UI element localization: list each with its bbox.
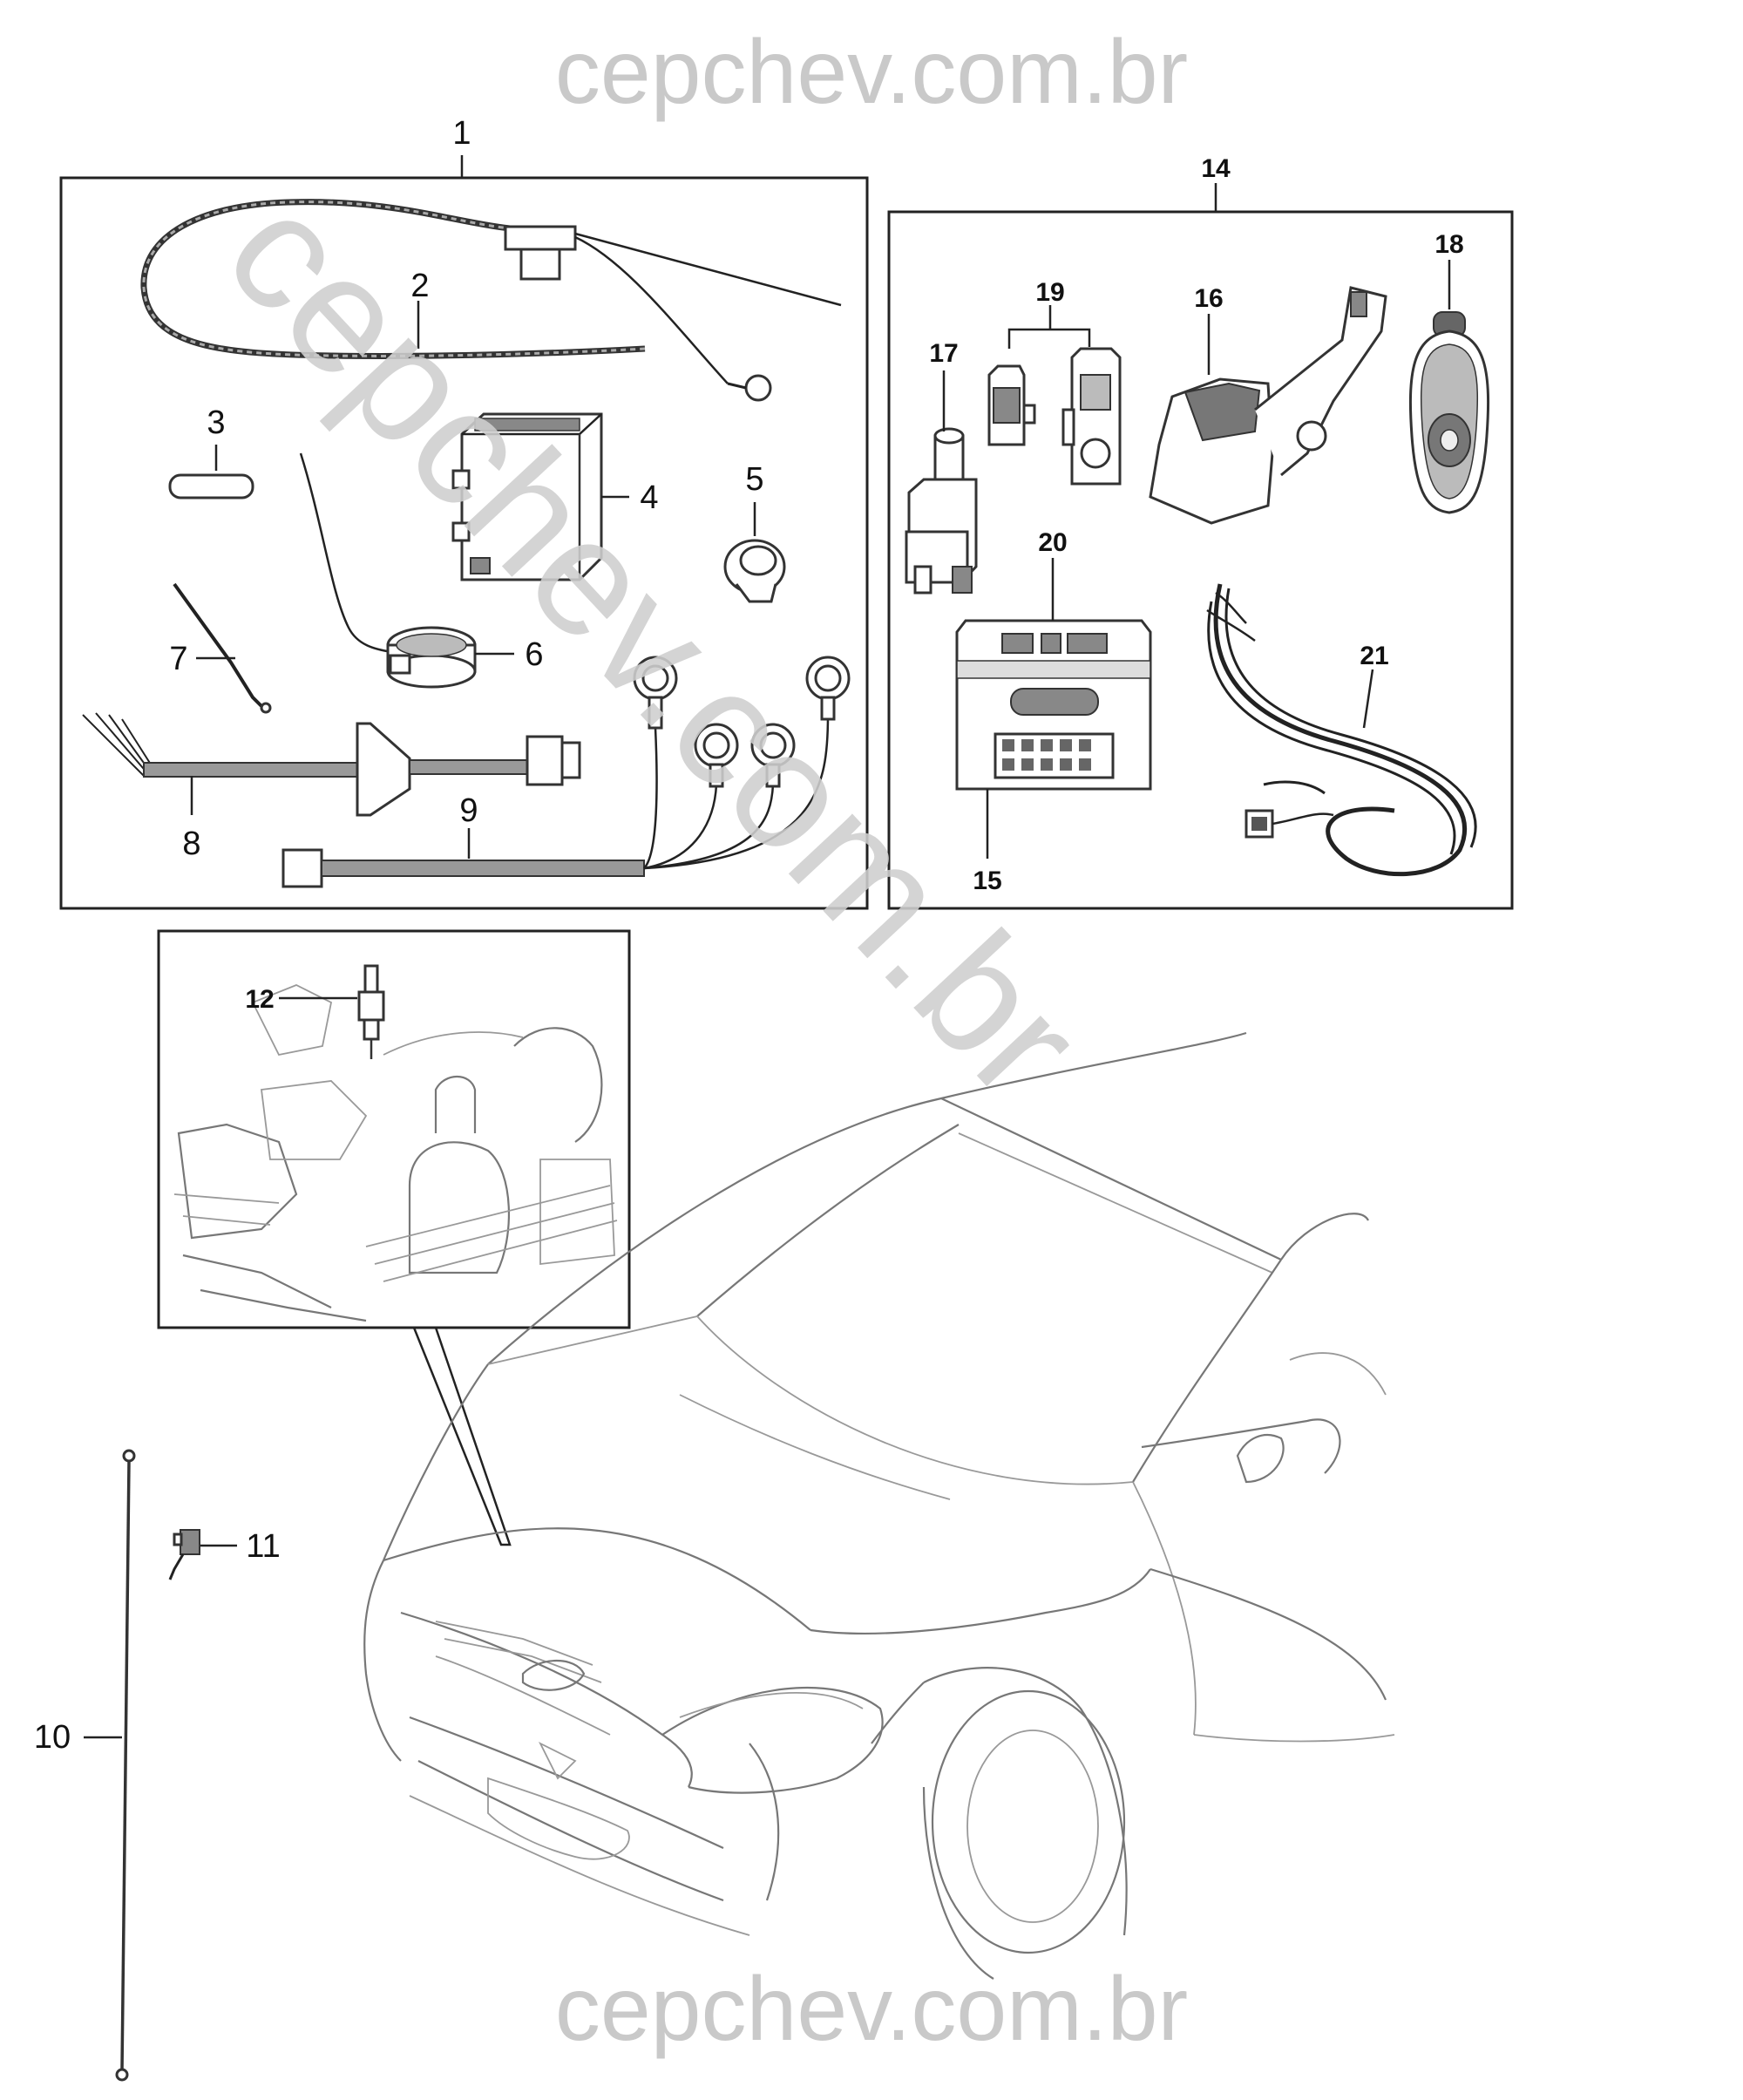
callout-14: 14 (1201, 154, 1231, 183)
part-4-control-module (451, 412, 603, 581)
callout-17: 17 (929, 339, 958, 368)
callout-5: 5 (745, 461, 763, 498)
part-6-siren (299, 452, 477, 689)
part-2-wiring-harness (140, 199, 842, 402)
callout-2: 2 (410, 268, 429, 304)
kit-box-1 (59, 176, 869, 910)
callout-4: 4 (640, 479, 658, 516)
part-12-sensor (357, 964, 385, 1059)
callout-8: 8 (182, 826, 200, 862)
part-17-switch (905, 427, 978, 595)
part-7-rod (173, 582, 272, 714)
callout-21: 21 (1360, 642, 1388, 670)
callout-11: 11 (246, 1528, 280, 1565)
callout-6: 6 (525, 636, 543, 673)
part-21-harness-bundle (1206, 583, 1477, 877)
vehicle-outline (363, 1031, 1395, 1980)
part-3-strip (168, 473, 254, 500)
callout-1: 1 (452, 115, 471, 152)
callout-10: 10 (34, 1719, 71, 1756)
part-10-rod (115, 1449, 136, 2082)
callout-7: 7 (169, 641, 187, 677)
part-9-sensor-harness (281, 656, 851, 888)
callout-9: 9 (459, 792, 478, 829)
detail-inset-box (157, 929, 631, 1329)
callout-16: 16 (1194, 284, 1223, 313)
callout-15: 15 (973, 867, 1001, 895)
part-20-control-unit (955, 619, 1152, 791)
part-8-harness (82, 712, 581, 817)
watermark-top: cepchev.com.br (555, 22, 1188, 123)
part-18-remote (1408, 311, 1490, 514)
part-5-grommet (723, 539, 786, 603)
callout-12: 12 (245, 985, 274, 1014)
callout-3: 3 (207, 404, 225, 441)
callout-20: 20 (1038, 528, 1067, 557)
part-16-siren-bracket (1149, 286, 1387, 525)
part-11-clip (168, 1529, 200, 1580)
callout-19: 19 (1035, 278, 1064, 307)
part-19-sensors (987, 347, 1122, 486)
watermark-bottom: cepchev.com.br (555, 1959, 1188, 2060)
kit-box-14 (887, 210, 1514, 910)
callout-18: 18 (1434, 230, 1463, 259)
engine-bay-sketch (173, 984, 618, 1322)
